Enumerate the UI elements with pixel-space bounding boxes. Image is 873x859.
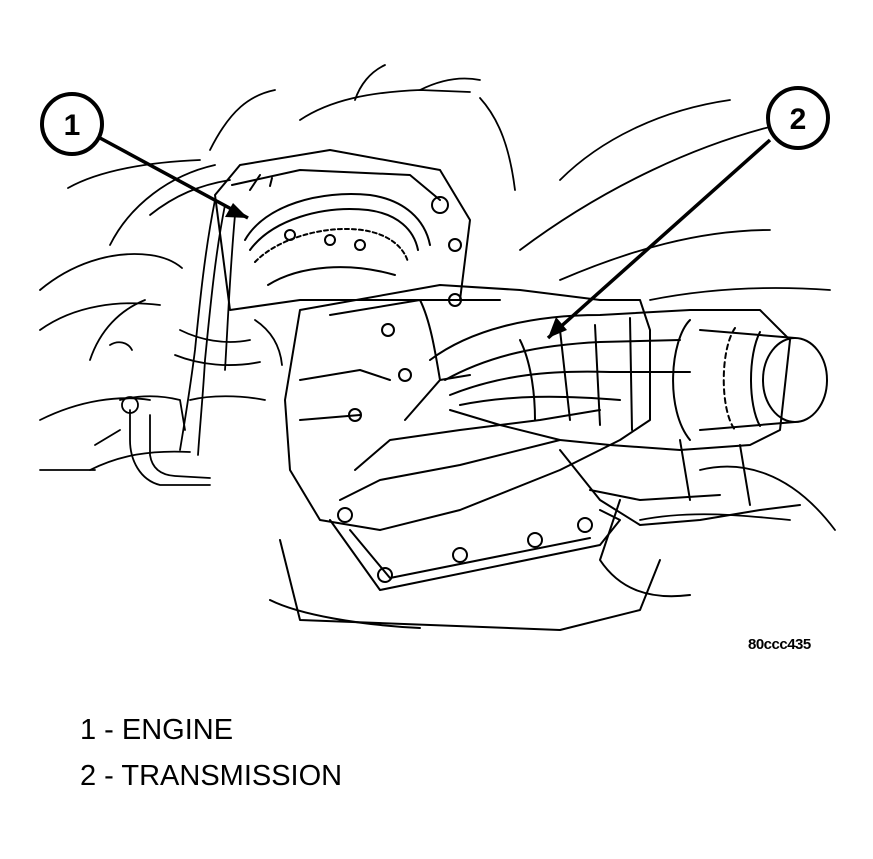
callout-1: 1	[40, 92, 104, 156]
extension-housing	[429, 309, 791, 451]
legend: 1 - ENGINE 2 - TRANSMISSION	[80, 710, 342, 802]
transmission-case	[284, 284, 651, 583]
callout-2: 2	[766, 86, 830, 150]
output-shaft-yoke	[672, 319, 828, 441]
engine-transmission-illustration: 1 2	[39, 64, 836, 631]
callout-1-circle	[40, 92, 104, 156]
callout-arrowheads	[225, 203, 567, 338]
transmission-oil-pan	[269, 509, 661, 631]
flywheel-ring-gear	[244, 193, 431, 286]
callout-leaders	[99, 136, 772, 340]
crossmember	[559, 439, 801, 598]
vehicle-body-outline	[39, 64, 836, 531]
callout-2-arrowhead	[548, 317, 567, 338]
callout-2-circle	[766, 86, 830, 150]
callout-1-leader	[99, 136, 249, 220]
callout-2-leader	[546, 138, 772, 340]
callout-2-number: 2	[790, 103, 807, 136]
legend-item-transmission: 2 - TRANSMISSION	[80, 760, 343, 792]
legend-item-engine: 1 - ENGINE	[80, 714, 234, 746]
wiring-harness	[109, 199, 283, 486]
engine-block	[214, 149, 471, 311]
callout-1-arrowhead	[225, 203, 248, 218]
figure-id: 80ccc435	[748, 636, 811, 653]
callout-1-number: 1	[64, 109, 81, 142]
